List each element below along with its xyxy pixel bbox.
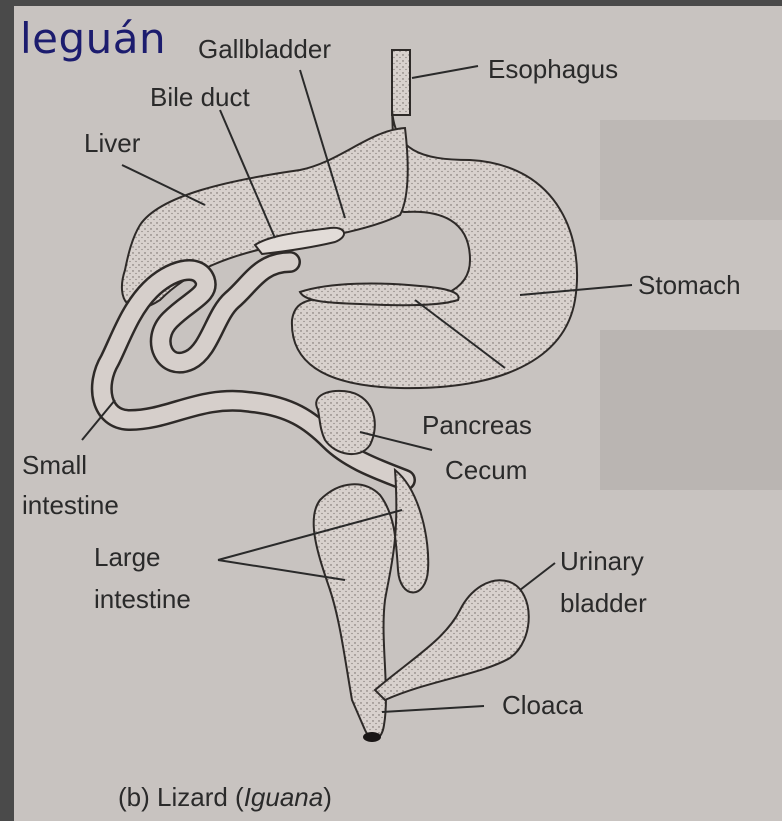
- label-pancreas: Pancreas: [422, 410, 532, 440]
- label-urinary-bladder-line2: bladder: [560, 588, 647, 618]
- stomach-organ: [292, 110, 577, 388]
- caption-suffix: ): [323, 782, 332, 812]
- label-stomach: Stomach: [638, 270, 741, 300]
- shadow-panel: [600, 330, 782, 490]
- label-cecum: Cecum: [445, 455, 527, 485]
- label-cloaca: Cloaca: [502, 690, 583, 720]
- page-title: leguán: [20, 14, 166, 63]
- label-small-intestine-line1: Small: [22, 450, 87, 480]
- label-esophagus: Esophagus: [488, 54, 618, 84]
- esophagus-organ: [392, 50, 410, 115]
- cloaca-opening: [363, 732, 381, 742]
- label-gallbladder: Gallbladder: [198, 34, 331, 64]
- label-small-intestine-line2: intestine: [22, 490, 119, 520]
- label-bile-duct: Bile duct: [150, 82, 250, 112]
- urinary-bladder-organ: [375, 580, 529, 700]
- figure-caption: (b) Lizard (Iguana): [118, 782, 332, 813]
- label-large-intestine-line2: intestine: [94, 584, 191, 614]
- pancreas-organ: [300, 284, 459, 306]
- caption-genus: Iguana: [244, 782, 324, 812]
- label-urinary-bladder-line1: Urinary: [560, 546, 644, 576]
- label-liver: Liver: [84, 128, 140, 158]
- label-large-intestine-line1: Large: [94, 542, 161, 572]
- caption-prefix: (b) Lizard (: [118, 782, 244, 812]
- shadow-panel: [600, 120, 782, 220]
- large-intestine-organ: [314, 470, 429, 739]
